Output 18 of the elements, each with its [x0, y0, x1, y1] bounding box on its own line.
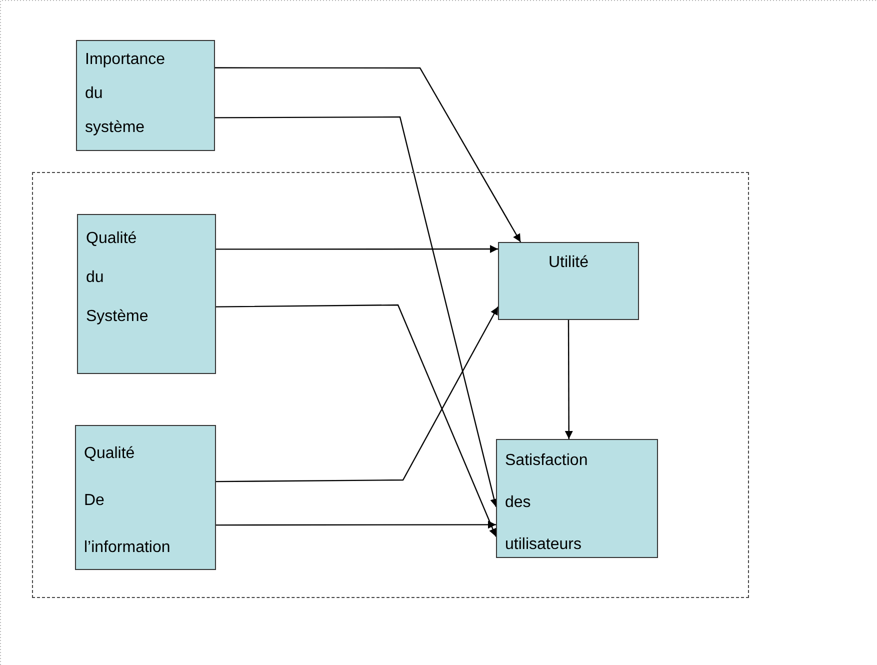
outcome-box: [496, 439, 658, 558]
factor-box: [76, 40, 215, 151]
arrow: [564, 320, 573, 439]
factor-box: [77, 214, 216, 374]
arrow: [215, 67, 522, 242]
box-label: Importance du système: [85, 50, 166, 138]
arrow: [216, 520, 496, 529]
box-label: Utilité: [547, 253, 590, 273]
dashed-group-frame: [32, 172, 749, 598]
box-label: Qualité De l’information: [84, 444, 170, 558]
outcome-box: [498, 242, 639, 320]
arrow: [216, 304, 497, 537]
arrow: [216, 245, 498, 254]
box-label: Qualité du Système: [86, 229, 148, 327]
factor-box: [75, 425, 216, 570]
box-label: Satisfaction des utilisateurs: [505, 451, 588, 555]
arrow: [216, 306, 499, 482]
arrow: [215, 116, 498, 507]
